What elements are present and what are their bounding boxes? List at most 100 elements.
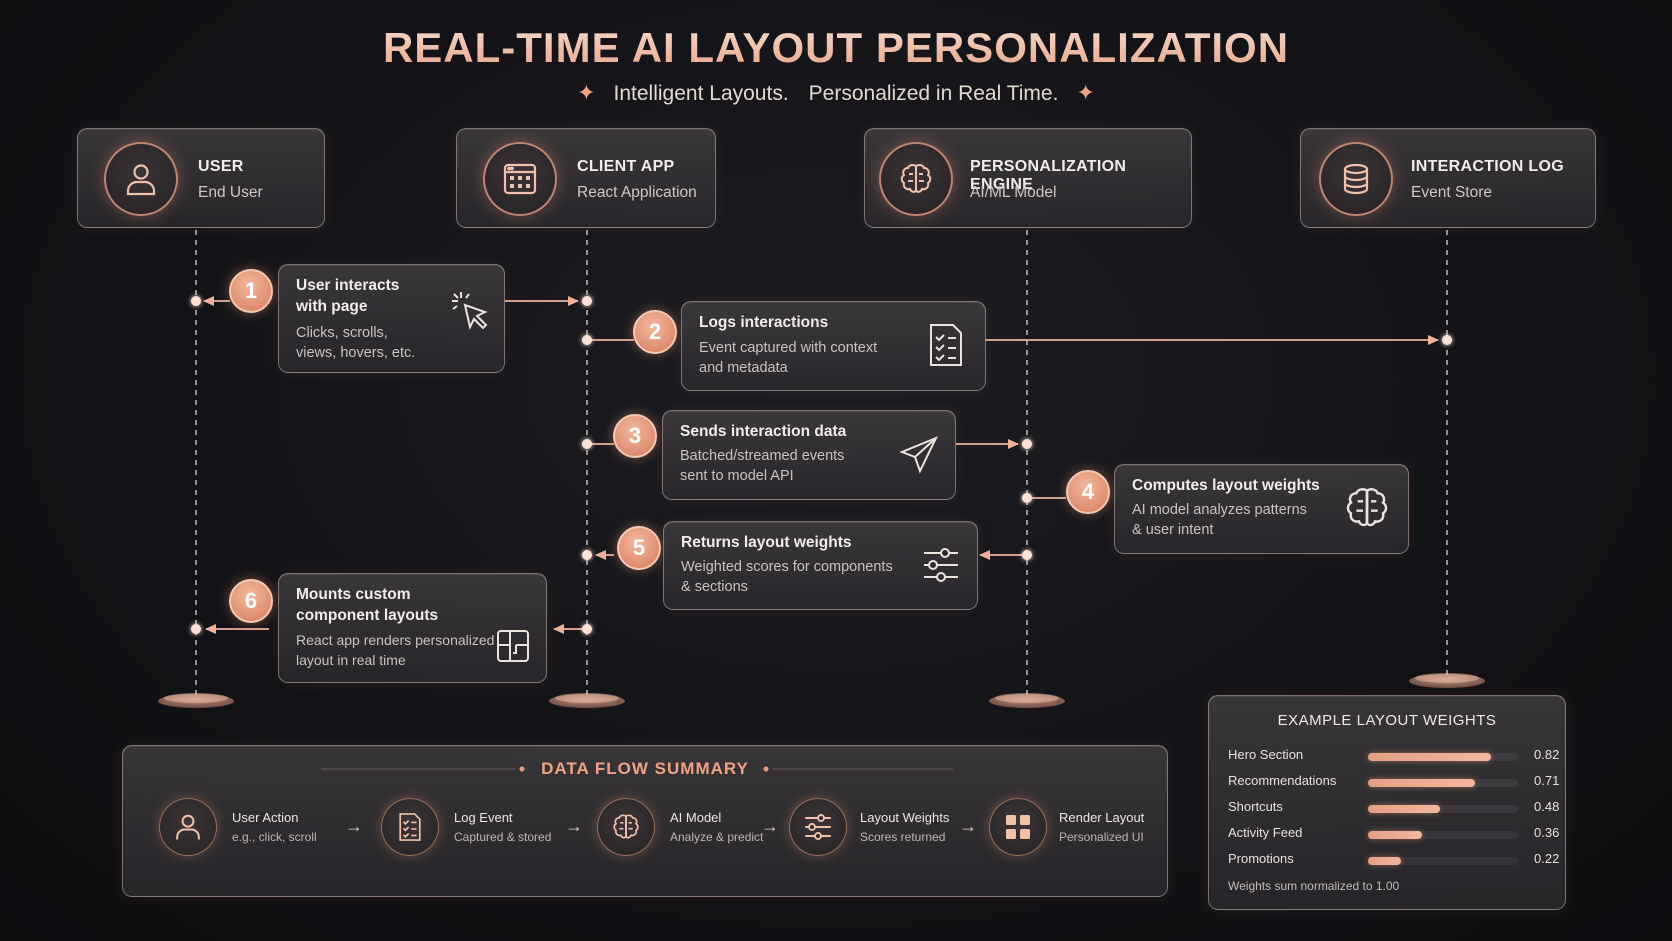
step-title-line2: with page <box>296 298 368 315</box>
weight-row: Activity Feed 0.36 <box>1228 824 1560 844</box>
actor-subtitle: AI/ML Model <box>970 184 1057 201</box>
weight-label: Recommendations <box>1228 773 1337 788</box>
grid-icon <box>1006 815 1030 839</box>
step-desc-line2: and metadata <box>699 360 788 376</box>
step-desc-line2: views, hovers, etc. <box>296 345 416 361</box>
weight-label: Shortcuts <box>1228 799 1283 814</box>
sparkle-icon: ✦ <box>1076 80 1095 105</box>
step-desc-line2: sent to model API <box>680 468 794 484</box>
subtitle-part-1: Intelligent Layouts. <box>613 82 789 105</box>
actor-name: CLIENT APP <box>577 158 675 175</box>
actor-engine-badge <box>879 142 953 216</box>
step-6-card: Mounts custom component layouts React ap… <box>278 573 547 683</box>
summary-item-label: Layout Weights <box>860 810 950 825</box>
step-desc-line2: & sections <box>681 579 748 595</box>
checklist-icon <box>399 813 421 841</box>
layout-icon <box>497 630 529 662</box>
step-1-card: User interacts with page Clicks, scrolls… <box>278 264 505 373</box>
summary-item-sub: Captured & stored <box>454 830 552 844</box>
weight-value: 0.22 <box>1534 851 1560 866</box>
weight-bar-track <box>1368 805 1518 813</box>
summary-arrow: → <box>761 816 779 836</box>
actor-name: INTERACTION LOG <box>1411 158 1564 175</box>
step-desc: AI model analyzes patterns <box>1132 502 1307 518</box>
data-flow-summary: DATA FLOW SUMMARY User Action e.g., clic… <box>122 745 1168 897</box>
actor-client-app-badge <box>483 142 557 216</box>
summary-title-rule <box>321 766 953 772</box>
weight-bar-track <box>1368 857 1518 865</box>
step-desc: Clicks, scrolls, <box>296 325 388 341</box>
step-4-card: Computes layout weights AI model analyze… <box>1114 464 1409 554</box>
weight-value: 0.48 <box>1534 799 1560 814</box>
weight-value: 0.71 <box>1534 773 1560 788</box>
summary-title: DATA FLOW SUMMARY <box>541 759 749 778</box>
step-desc: Weighted scores for components <box>681 559 893 575</box>
sliders-icon <box>924 548 958 582</box>
weight-value: 0.36 <box>1534 825 1560 840</box>
step-title: Logs interactions <box>699 314 829 331</box>
summary-item-sub: Scores returned <box>860 830 946 844</box>
weight-bar-fill <box>1368 753 1491 761</box>
summary-item-label: Log Event <box>454 810 513 825</box>
app-window-icon <box>503 163 537 195</box>
step-title: Sends interaction data <box>680 423 847 440</box>
lifeline-pedestals <box>158 673 1485 708</box>
summary-item-badge <box>789 798 847 856</box>
step-badge-2: 2 <box>633 310 677 354</box>
user-icon <box>176 814 200 840</box>
brain-icon <box>900 163 932 193</box>
summary-item-label: AI Model <box>670 810 722 825</box>
user-icon <box>126 164 156 196</box>
sliders-icon <box>805 814 831 840</box>
summary-item-label: User Action <box>232 810 299 825</box>
step-title: Mounts custom <box>296 586 411 603</box>
summary-arrow: → <box>959 816 977 836</box>
weights-title: EXAMPLE LAYOUT WEIGHTS <box>1277 712 1497 729</box>
actor-subtitle: React Application <box>577 184 697 201</box>
lifelines <box>195 230 1448 695</box>
step-desc: Event captured with context <box>699 340 878 356</box>
step-badge-5: 5 <box>617 526 661 570</box>
weight-bar-fill <box>1368 831 1422 839</box>
actor-name: USER <box>198 158 244 175</box>
send-icon <box>899 436 939 474</box>
lifeline-dots <box>191 296 1452 634</box>
summary-item-badge <box>989 798 1047 856</box>
weight-label: Hero Section <box>1228 747 1304 762</box>
weight-row: Hero Section 0.82 <box>1228 746 1559 766</box>
actor-personalization-engine: PERSONALIZATION ENGINE AI/ML Model <box>864 128 1192 228</box>
subtitle-part-2: Personalized in Real Time. <box>808 82 1059 105</box>
page-title: REAL-TIME AI LAYOUT PERSONALIZATION <box>0 24 1672 72</box>
step-desc: Batched/streamed events <box>680 448 845 464</box>
step-desc-line2: layout in real time <box>296 652 406 668</box>
weights-note: Weights sum normalized to 1.00 <box>1228 879 1400 893</box>
actor-user-badge <box>104 142 178 216</box>
brain-icon <box>613 814 639 839</box>
weight-row: Promotions 0.22 <box>1228 850 1560 870</box>
database-icon <box>1343 163 1369 195</box>
step-badge-1: 1 <box>229 269 273 313</box>
summary-item-badge <box>381 798 439 856</box>
weight-bar-track <box>1368 753 1518 761</box>
weight-bar-fill <box>1368 779 1475 787</box>
summary-arrow: → <box>565 816 583 836</box>
summary-item-label: Render Layout <box>1059 810 1145 825</box>
summary-item-badge <box>597 798 655 856</box>
step-title: Returns layout weights <box>681 534 852 551</box>
step-title-line2: component layouts <box>296 607 439 624</box>
example-layout-weights: EXAMPLE LAYOUT WEIGHTS Hero Section 0.82… <box>1208 695 1566 910</box>
weight-label: Activity Feed <box>1228 825 1303 840</box>
weight-label: Promotions <box>1228 851 1294 866</box>
step-badge-6: 6 <box>229 579 273 623</box>
step-3-card: Sends interaction data Batched/streamed … <box>662 410 956 500</box>
summary-item-badge <box>159 798 217 856</box>
step-desc: React app renders personalized <box>296 632 495 648</box>
actor-subtitle: Event Store <box>1411 184 1492 201</box>
step-desc-line2: & user intent <box>1132 522 1214 538</box>
cursor-click-icon <box>452 292 488 330</box>
actor-subtitle: End User <box>198 184 263 201</box>
brain-icon <box>1346 488 1388 527</box>
sparkle-icon: ✦ <box>577 80 596 105</box>
actor-log-badge <box>1319 142 1393 216</box>
